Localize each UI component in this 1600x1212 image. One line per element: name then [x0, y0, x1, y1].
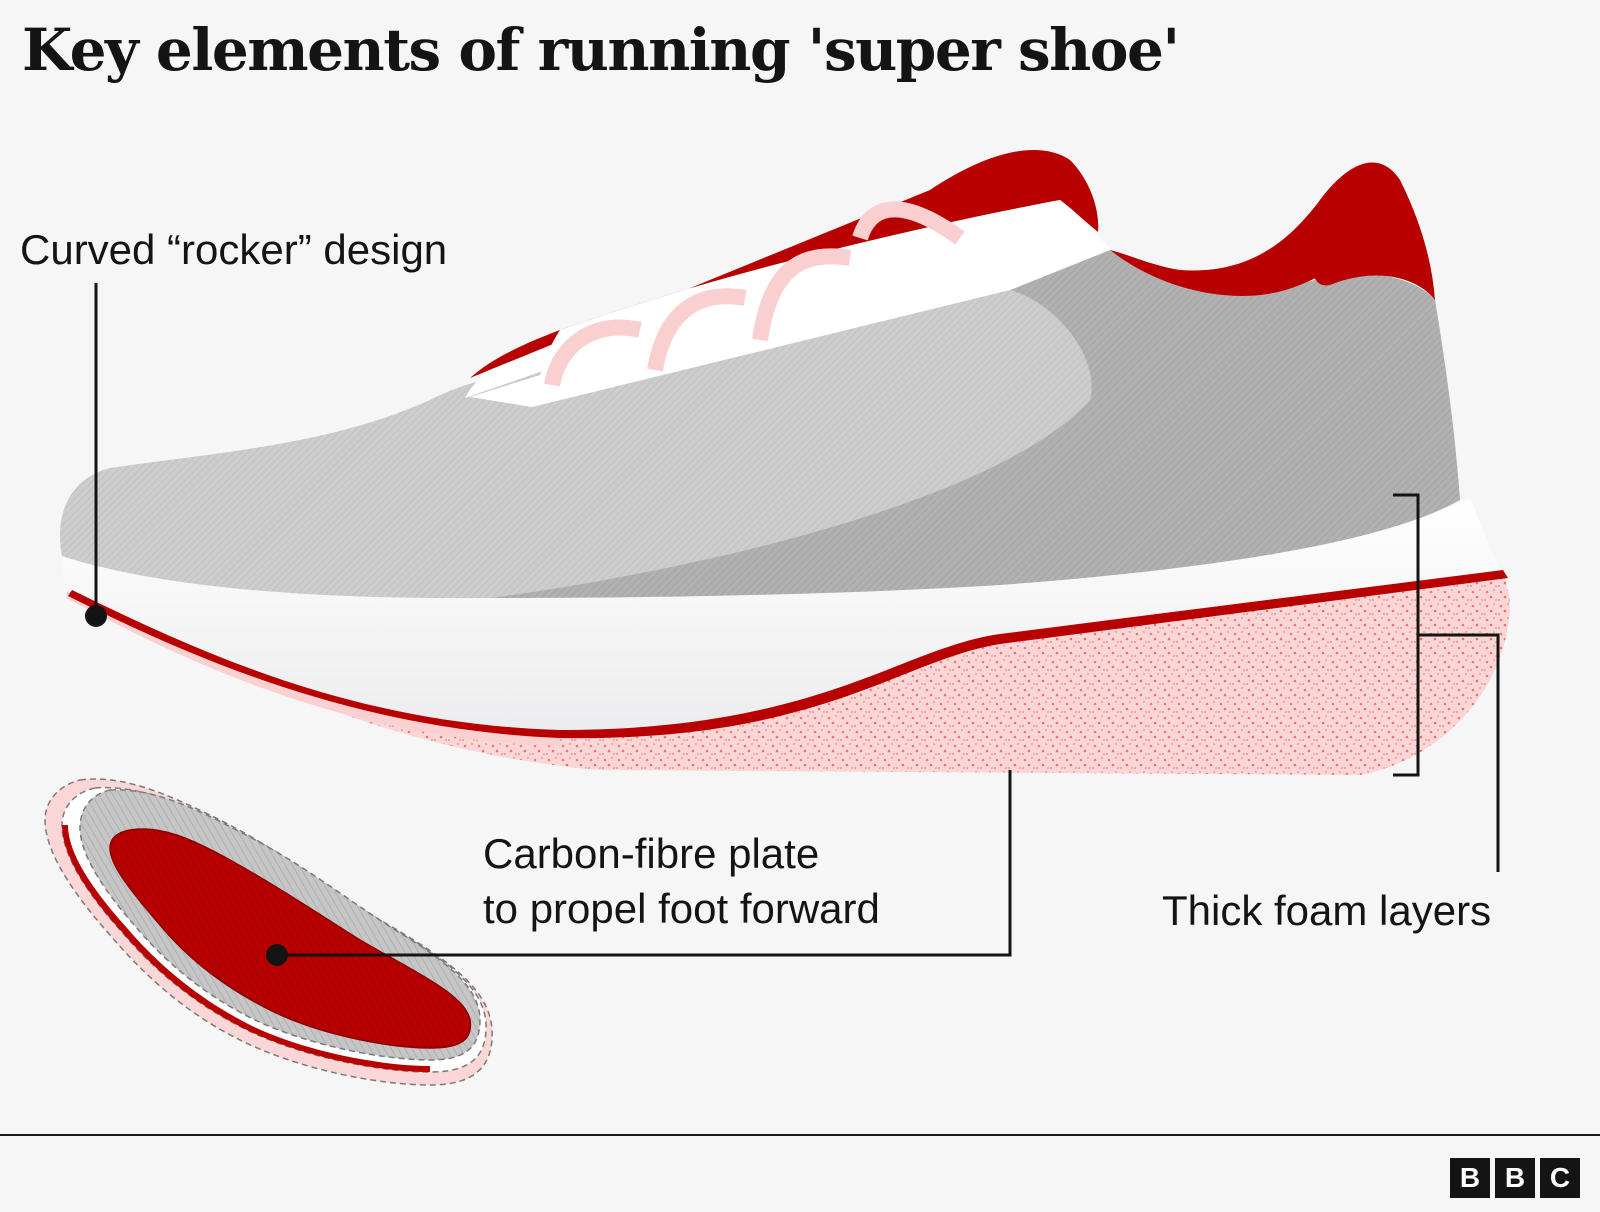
- label-carbon-plate-line1: Carbon-fibre plate: [483, 830, 820, 877]
- label-carbon-plate: Carbon-fibre plate to propel foot forwar…: [483, 826, 880, 936]
- shoe-upper-front: [59, 290, 1092, 599]
- logo-letter-3: C: [1540, 1158, 1580, 1198]
- page-title: Key elements of running 'super shoe': [22, 16, 1180, 84]
- plate-leader: [277, 770, 1012, 957]
- shoe-upper-rear: [490, 250, 1460, 598]
- insole-illustration: [44, 778, 493, 1086]
- callouts: [94, 283, 1500, 957]
- heel-red-tip: [1310, 162, 1435, 300]
- foam-leader: [1418, 633, 1500, 872]
- plate-dot: [266, 944, 288, 966]
- footer-divider: [0, 1134, 1600, 1136]
- label-foam-layers: Thick foam layers: [1162, 887, 1492, 934]
- lace-panel-lower: [470, 240, 1110, 407]
- collar-red: [470, 150, 1099, 378]
- label-rocker-design: Curved “rocker” design: [20, 226, 448, 273]
- white-midsole: [62, 498, 1500, 735]
- label-carbon-plate-line2: to propel foot forward: [483, 885, 880, 932]
- collar-white: [540, 200, 1098, 375]
- laces: [544, 201, 965, 387]
- logo-letter-1: B: [1450, 1158, 1490, 1198]
- logo-letter-2: B: [1495, 1158, 1535, 1198]
- bbc-logo: B B C: [1450, 1158, 1580, 1198]
- rocker-dot: [85, 605, 107, 627]
- carbon-plate: [109, 828, 472, 1049]
- carbon-plate-line: [68, 570, 1508, 739]
